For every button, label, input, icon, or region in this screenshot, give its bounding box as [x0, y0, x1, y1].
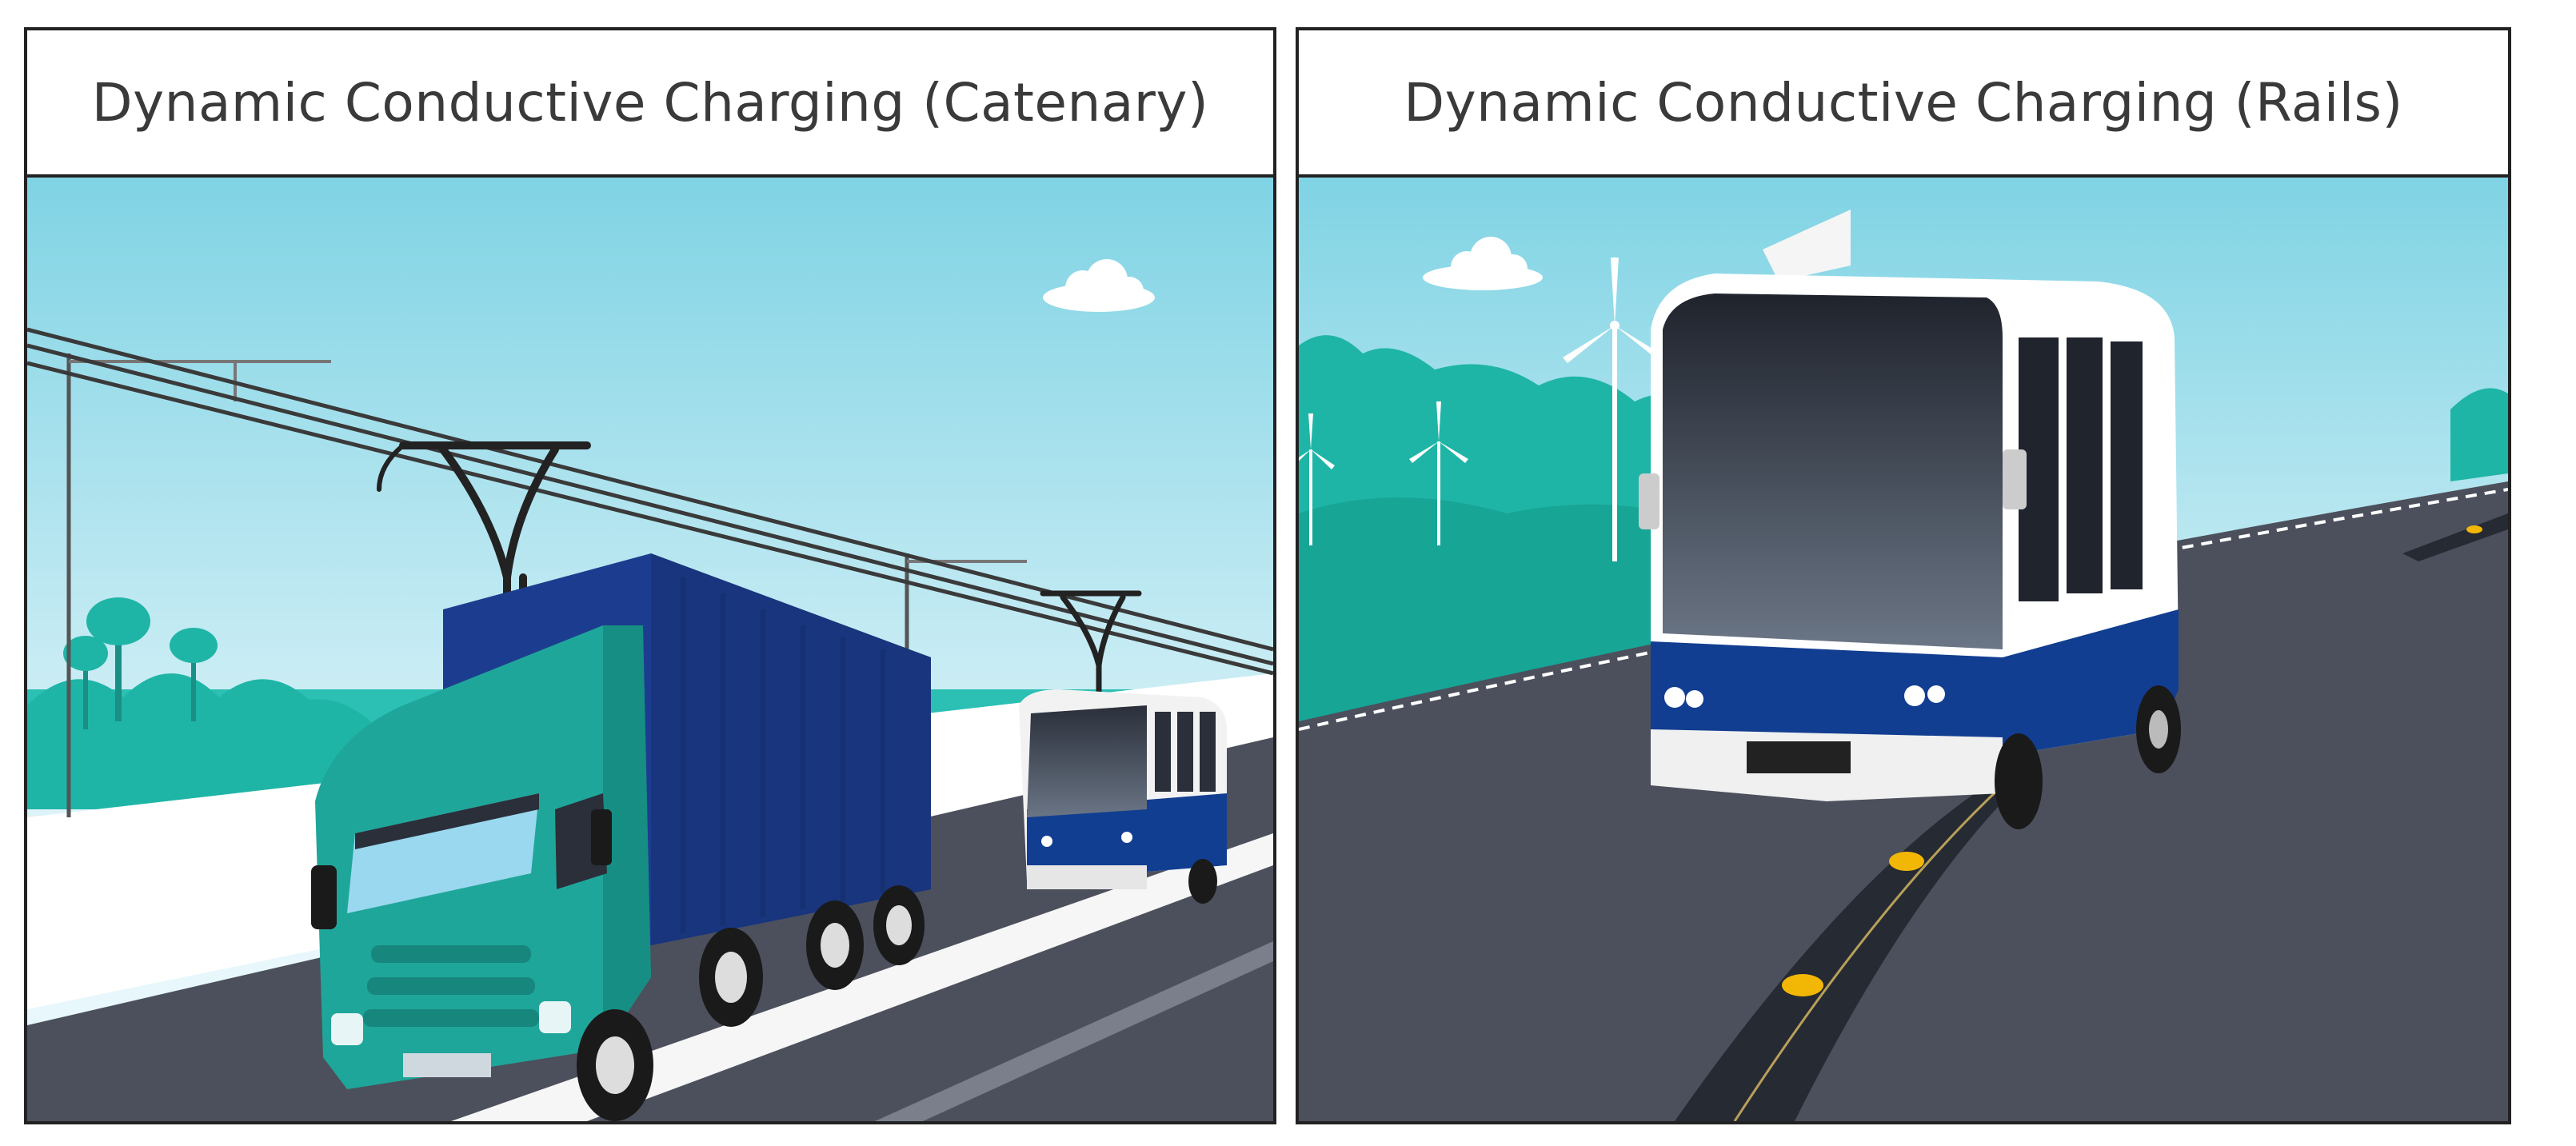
conductive-rail-far — [2402, 513, 2508, 561]
rail-marker — [1782, 974, 1823, 996]
cloud-icon — [1423, 237, 1543, 290]
catenary-illustration — [27, 178, 1273, 1121]
lane-marking — [451, 833, 1273, 1121]
wind-turbine-icon — [1299, 413, 1335, 545]
truck-icon — [311, 553, 931, 1121]
rail-marker — [1889, 852, 1924, 871]
panel-header-rails: Dynamic Conductive Charging (Rails) — [1299, 30, 2508, 178]
panel-title-catenary: Dynamic Conductive Charging (Catenary) — [91, 71, 1209, 134]
wind-turbine-icon — [1409, 401, 1468, 545]
panel-catenary: Dynamic Conductive Charging (Catenary) — [24, 27, 1276, 1124]
tree-icon — [63, 597, 218, 729]
panel-title-rails: Dynamic Conductive Charging (Rails) — [1404, 71, 2403, 134]
rails-illustration — [1299, 178, 2508, 1121]
lane-marking-2 — [875, 941, 1273, 1121]
bus-icon — [1639, 210, 2181, 829]
cloud-icon — [1043, 259, 1155, 312]
rail-marker — [2466, 525, 2482, 533]
conductive-rail — [1675, 785, 2019, 1121]
road — [1299, 481, 2508, 1121]
bus-icon — [1019, 689, 1227, 904]
rails-scene — [1299, 178, 2508, 1121]
panel-header-catenary: Dynamic Conductive Charging (Catenary) — [27, 30, 1273, 178]
panel-rails: Dynamic Conductive Charging (Rails) — [1296, 27, 2511, 1124]
pantograph-icon — [1040, 590, 1142, 701]
rail-centerline — [1733, 784, 2004, 1121]
catenary-scene — [27, 178, 1273, 1121]
